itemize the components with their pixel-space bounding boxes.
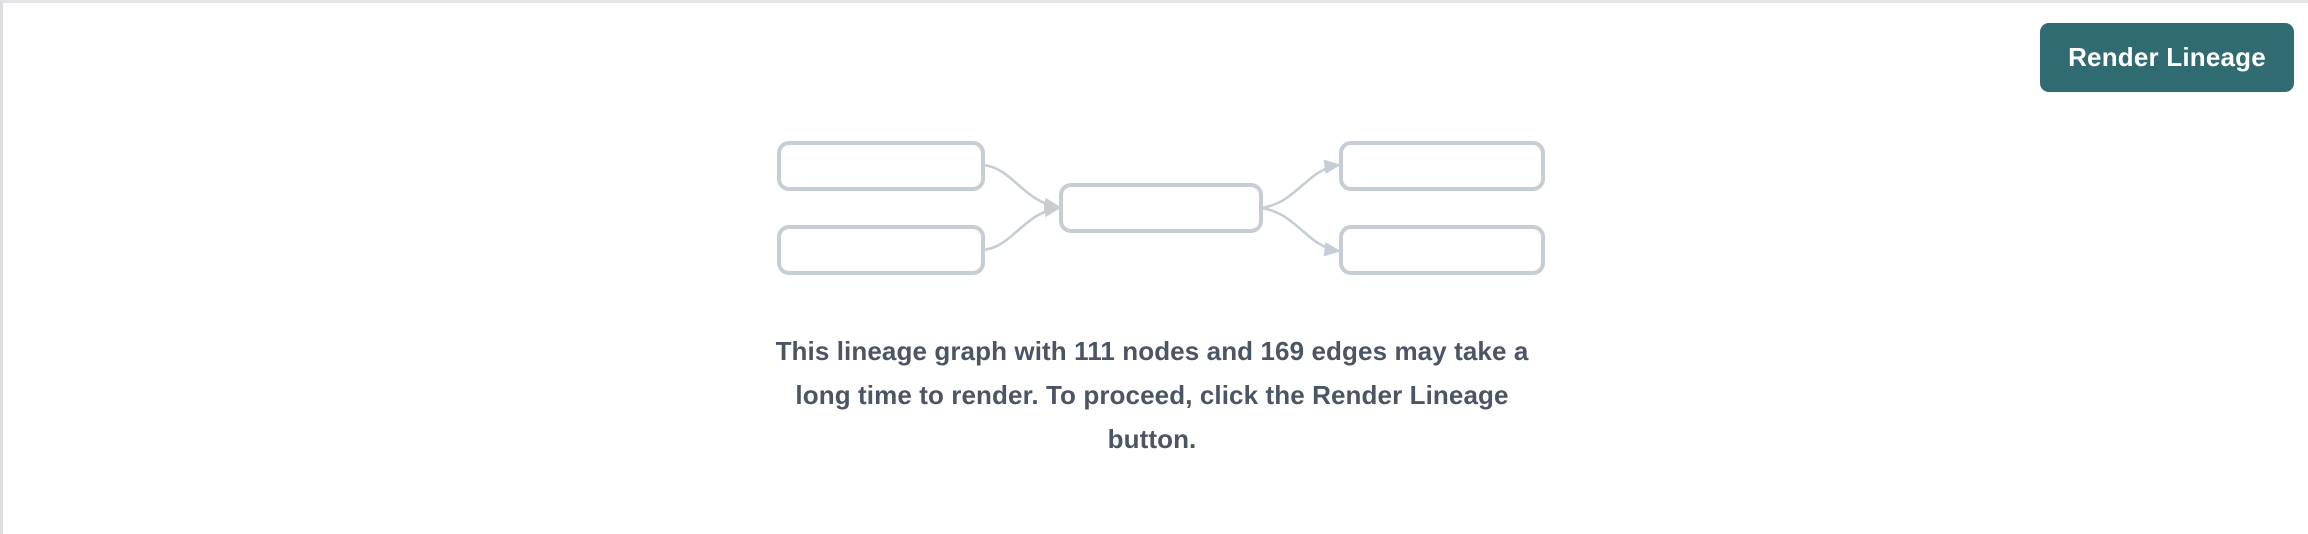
edge-upstream1-center (982, 163, 1061, 213)
lineage-edges (982, 159, 1341, 257)
lineage-placeholder-content: This lineage graph with 111 nodes and 16… (3, 3, 2308, 534)
lineage-graph-illustration (761, 128, 1561, 288)
lineage-node-upstream-2 (777, 225, 985, 275)
lineage-node-downstream-2 (1339, 225, 1545, 275)
lineage-nodes (777, 141, 1545, 275)
render-lineage-button[interactable]: Render Lineage (2040, 23, 2294, 92)
edge-upstream2-center (982, 202, 1061, 252)
lineage-node-downstream-1 (1339, 141, 1545, 191)
edge-center-downstream2 (1260, 206, 1341, 257)
edge-center-downstream1 (1260, 159, 1341, 210)
lineage-node-center (1059, 183, 1263, 233)
lineage-graph-svg (777, 141, 1545, 275)
lineage-placeholder-message: This lineage graph with 111 nodes and 16… (775, 336, 1529, 454)
lineage-node-upstream-1 (777, 141, 985, 191)
